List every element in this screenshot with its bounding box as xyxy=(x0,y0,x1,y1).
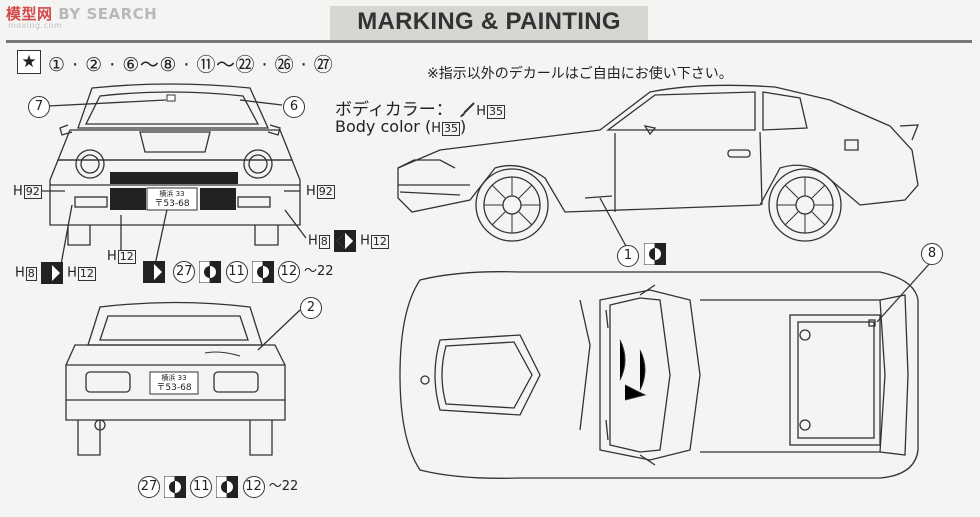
title-bar xyxy=(330,6,648,40)
decal-num-27: 27 xyxy=(138,476,160,498)
callout-2: 2 xyxy=(300,297,322,319)
paint-brush-icon xyxy=(458,102,476,118)
callout-8: 8 xyxy=(921,243,943,265)
callout-1: 1 xyxy=(617,244,639,267)
dot-decal-icon xyxy=(251,260,274,283)
star-icon: ★ xyxy=(17,50,41,74)
page-title: MARKING & PAINTING xyxy=(357,8,621,35)
rear-decal-row: 27 11 12 〜22 xyxy=(138,475,298,498)
body-color-code: 35 xyxy=(487,105,505,119)
header-rule xyxy=(6,40,972,43)
decal-range: 〜22 xyxy=(268,479,299,494)
two-tone-decal-icon xyxy=(143,260,165,283)
decal-note: ※指示以外のデカールはご自由にお使い下さい。 xyxy=(427,66,733,82)
dot-decal-icon xyxy=(164,475,187,498)
dot-decal-icon xyxy=(199,260,222,283)
rear-plate-top: 横浜 33 xyxy=(161,374,187,382)
front-plate: 横浜 33 〒53-68 xyxy=(148,189,196,209)
body-color-en-code-prefix: H xyxy=(431,121,441,136)
callout-6: 6 xyxy=(283,96,305,118)
decal-num-11: 11 xyxy=(225,261,248,283)
two-tone-decal-icon xyxy=(40,262,63,284)
callout-7: 7 xyxy=(28,96,50,118)
body-color-code-prefix: H xyxy=(476,104,486,119)
front-plate-bottom: 〒53-68 xyxy=(154,199,190,209)
decal-num-12: 12 xyxy=(242,476,265,498)
dot-decal-icon xyxy=(216,475,239,498)
rear-plate-bottom: 〒53-68 xyxy=(156,383,192,393)
watermark-sub: moxing.com xyxy=(8,21,63,30)
dot-decal-icon xyxy=(644,243,667,265)
watermark-chinese: 模型网 xyxy=(6,5,53,23)
version-list: ① · ② · ⑥〜⑧ · ⑪〜㉒ · ㉖ · ㉗ xyxy=(48,54,334,76)
decal-range: 〜22 xyxy=(303,264,334,279)
front-plate-top: 横浜 33 xyxy=(159,190,185,198)
decal-num-12: 12 xyxy=(277,261,300,283)
two-tone-decal-icon xyxy=(333,230,356,252)
watermark-logo: 模型网 BY SEARCH moxing.com xyxy=(6,3,158,30)
decal-num-11: 11 xyxy=(190,476,213,498)
body-color-en-label: Body color xyxy=(335,117,420,136)
body-color-en-code: 35 xyxy=(442,122,460,136)
rear-plate: 横浜 33 〒53-68 xyxy=(150,373,198,393)
watermark-text: BY SEARCH xyxy=(58,5,158,23)
decal-num-27: 27 xyxy=(173,261,196,283)
front-decal-row: 27 11 12 〜22 xyxy=(143,260,334,283)
side-callout-group: 1 xyxy=(617,243,667,267)
